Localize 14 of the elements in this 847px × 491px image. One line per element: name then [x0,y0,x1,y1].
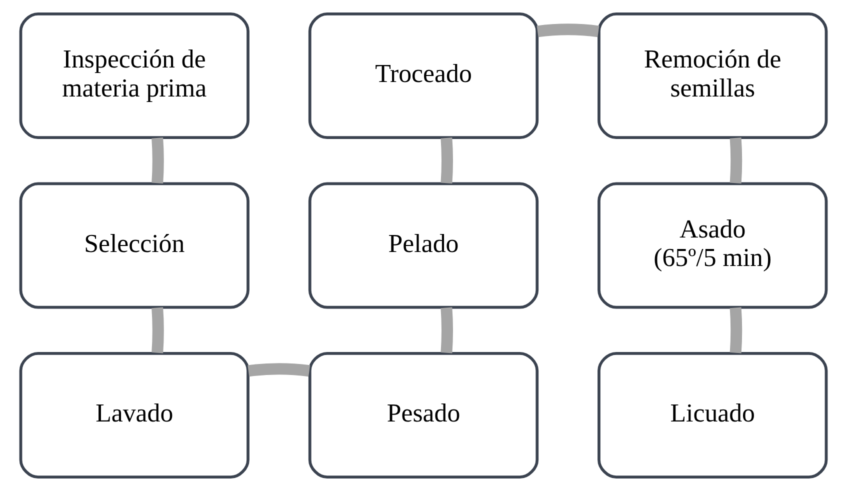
node-box: Pelado [308,182,539,309]
node-box: Inspección de materia prima [19,12,250,140]
node-box: Remoción de semillas [598,12,828,140]
node-box: Licuado [598,352,828,479]
node-box: Troceado [308,12,539,140]
connector [152,138,164,184]
connector [440,138,453,184]
connector [248,363,310,377]
connector [536,24,600,38]
node-box: Pesado [308,352,539,479]
node-box: Lavado [19,352,250,479]
node-box: Selección [19,182,250,309]
connector [730,138,742,184]
node-box: Asado (65º/5 min) [598,182,828,309]
